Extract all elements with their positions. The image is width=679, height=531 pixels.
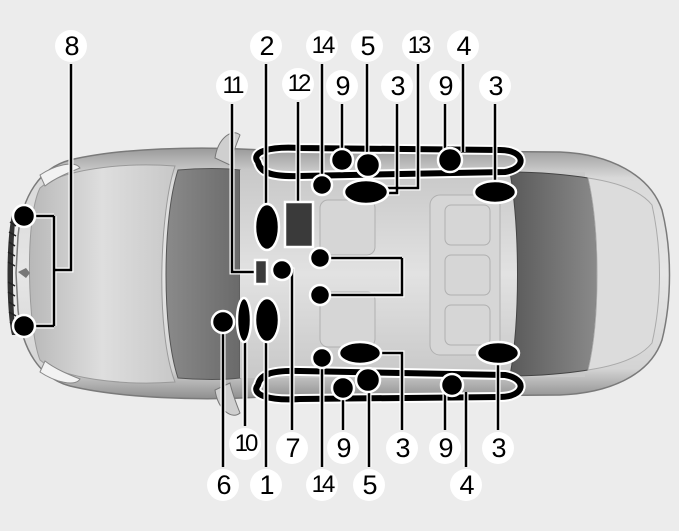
callout-2: 2: [250, 30, 282, 62]
callout-3: 3: [482, 432, 514, 464]
callout-4: 4: [450, 469, 482, 501]
callout-8: 8: [55, 30, 87, 62]
callout-6: 6: [207, 469, 239, 501]
callout-1: 1: [250, 469, 282, 501]
marker-7: [270, 258, 294, 282]
marker-8-upper: [11, 203, 37, 229]
car-body: [7, 132, 671, 416]
marker-9a-bot: [330, 375, 356, 401]
marker-5-top: [354, 151, 382, 179]
callout-9: 9: [326, 70, 358, 102]
marker-9a-top: [329, 147, 355, 173]
marker-5-bot: [354, 366, 382, 394]
callout-11: 11: [216, 70, 248, 102]
callout-4: 4: [447, 30, 479, 62]
marker-14-top: [310, 173, 334, 197]
marker-3a-top: [342, 178, 390, 206]
marker-1: [253, 296, 281, 344]
callout-13: 13: [402, 30, 434, 62]
callout-3: 3: [381, 70, 413, 102]
callout-5: 5: [351, 30, 383, 62]
callout-10: 10: [229, 428, 261, 460]
marker-11: [253, 258, 269, 286]
callout-9: 9: [327, 432, 359, 464]
callout-9: 9: [429, 70, 461, 102]
callout-5: 5: [353, 469, 385, 501]
callout-3: 3: [479, 70, 511, 102]
callout-12: 12: [282, 68, 314, 100]
marker-13-upper: [308, 246, 332, 270]
marker-14-bot: [310, 346, 334, 370]
marker-3b-bot: [475, 340, 521, 366]
marker-9b-bot: [439, 372, 465, 398]
callout-9: 9: [429, 432, 461, 464]
marker-2: [253, 202, 281, 252]
marker-9b-top: [436, 146, 464, 174]
callout-14: 14: [306, 30, 338, 62]
marker-10: [235, 296, 253, 344]
marker-3a-bot: [337, 340, 383, 366]
marker-8-lower: [11, 313, 37, 339]
marker-3b-top: [472, 179, 518, 205]
marker-6: [210, 309, 236, 335]
callout-14: 14: [306, 469, 338, 501]
marker-13-lower: [308, 283, 332, 307]
callout-3: 3: [386, 432, 418, 464]
component-markers: [11, 146, 521, 401]
callout-7: 7: [276, 432, 308, 464]
marker-12: [283, 200, 315, 249]
